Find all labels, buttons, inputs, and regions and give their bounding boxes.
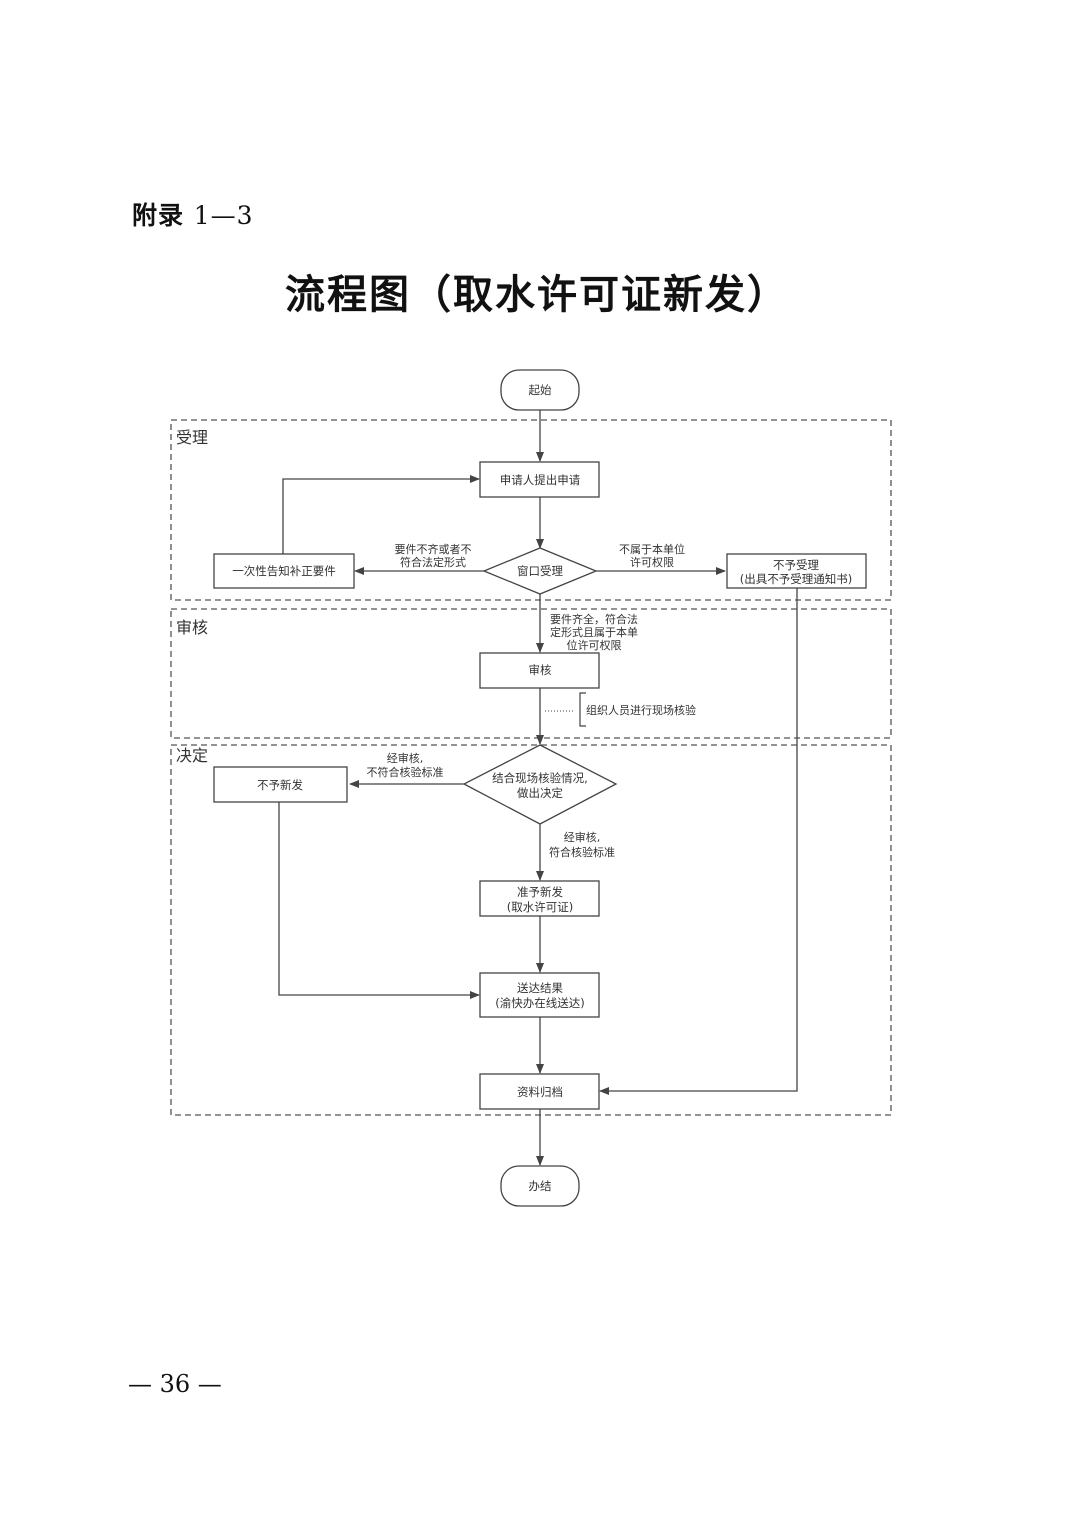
edge-notify-apply bbox=[282, 475, 480, 554]
edge-label-complete-line2: 定形式且属于本单 bbox=[550, 625, 638, 639]
edge-label-pass-line1: 经审核, bbox=[564, 830, 601, 844]
edge-label-fail-line2: 不符合核验标准 bbox=[367, 765, 444, 779]
page-number: — 36 — bbox=[128, 1370, 222, 1398]
edge-label-fail-line1: 经审核, bbox=[387, 751, 424, 765]
edge-label-incomplete: 要件不齐或者不 符合法定形式 bbox=[395, 542, 472, 569]
edge-label-complete: 要件齐全，符合法 定形式且属于本单 位许可权限 bbox=[550, 612, 638, 652]
node-end: 办结 bbox=[500, 1165, 580, 1207]
edge-label-pass-line2: 符合核验标准 bbox=[549, 845, 615, 859]
appendix-number: 1—3 bbox=[193, 201, 254, 230]
node-deny-label: 不予新发 bbox=[257, 778, 303, 792]
node-notify: 一次性告知补正要件 bbox=[213, 553, 355, 589]
node-decision-line2: 做出决定 bbox=[517, 786, 563, 800]
edge-label-out-of-scope-line1: 不属于本单位 bbox=[619, 542, 685, 556]
edge-label-pass: 经审核, 符合核验标准 bbox=[549, 830, 615, 859]
node-apply-label: 申请人提出申请 bbox=[500, 473, 581, 487]
node-approve-line1: 准予新发 bbox=[517, 885, 563, 899]
node-end-label: 办结 bbox=[529, 1179, 552, 1193]
node-deny: 不予新发 bbox=[213, 766, 348, 803]
lane-decide-label: 决定 bbox=[176, 746, 208, 765]
node-window: 窗口受理 bbox=[482, 547, 598, 595]
node-reject-line1: 不予受理 bbox=[773, 558, 819, 572]
node-reject-accept: 不予受理 (出具不予受理通知书) bbox=[726, 553, 867, 589]
page-title: 流程图（取水许可证新发） bbox=[285, 271, 789, 318]
edge-label-fail: 经审核, 不符合核验标准 bbox=[367, 751, 444, 779]
node-deliver-line1: 送达结果 bbox=[517, 981, 563, 995]
lane-accept-label: 受理 bbox=[176, 428, 208, 447]
lane-review: 审核 bbox=[170, 608, 892, 739]
node-apply: 申请人提出申请 bbox=[479, 461, 600, 498]
lane-accept: 受理 bbox=[170, 419, 892, 601]
node-approve: 准予新发 (取水许可证) bbox=[479, 880, 600, 917]
edge-label-incomplete-line2: 符合法定形式 bbox=[400, 555, 466, 569]
annotation-site-check-label: 组织人员进行现场核验 bbox=[586, 703, 696, 717]
node-deliver-line2: (渝快办在线送达) bbox=[495, 996, 584, 1010]
edge-deny-deliver bbox=[278, 802, 480, 999]
annotation-site-check: 组织人员进行现场核验 bbox=[545, 692, 696, 727]
appendix-prefix: 附录 bbox=[132, 201, 185, 230]
node-deliver: 送达结果 (渝快办在线送达) bbox=[479, 972, 600, 1018]
lane-decide: 决定 bbox=[170, 744, 892, 1116]
node-decision: 结合现场核验情况, 做出决定 bbox=[462, 744, 618, 825]
node-notify-label: 一次性告知补正要件 bbox=[232, 564, 336, 578]
edge-label-complete-line3: 位许可权限 bbox=[567, 638, 622, 652]
node-start: 起始 bbox=[500, 369, 580, 411]
edge-label-out-of-scope: 不属于本单位 许可权限 bbox=[619, 542, 685, 569]
lane-review-label: 审核 bbox=[176, 618, 208, 637]
node-window-label: 窗口受理 bbox=[517, 564, 563, 578]
edge-reject-archive bbox=[599, 588, 798, 1095]
edge-label-out-of-scope-line2: 许可权限 bbox=[630, 556, 674, 569]
node-archive: 资料归档 bbox=[479, 1073, 600, 1110]
edges bbox=[278, 410, 798, 1166]
node-start-label: 起始 bbox=[529, 383, 552, 397]
edge-label-incomplete-line1: 要件不齐或者不 bbox=[395, 542, 472, 556]
node-decision-line1: 结合现场核验情况, bbox=[492, 771, 588, 785]
node-archive-label: 资料归档 bbox=[517, 1085, 563, 1099]
appendix-label: 附录 1—3 bbox=[132, 196, 254, 232]
edge-label-complete-line1: 要件齐全，符合法 bbox=[550, 612, 638, 626]
node-review-label: 审核 bbox=[529, 663, 552, 677]
node-approve-line2: (取水许可证) bbox=[507, 900, 573, 914]
node-reject-line2: (出具不予受理通知书) bbox=[740, 572, 852, 586]
node-review: 审核 bbox=[479, 652, 600, 689]
